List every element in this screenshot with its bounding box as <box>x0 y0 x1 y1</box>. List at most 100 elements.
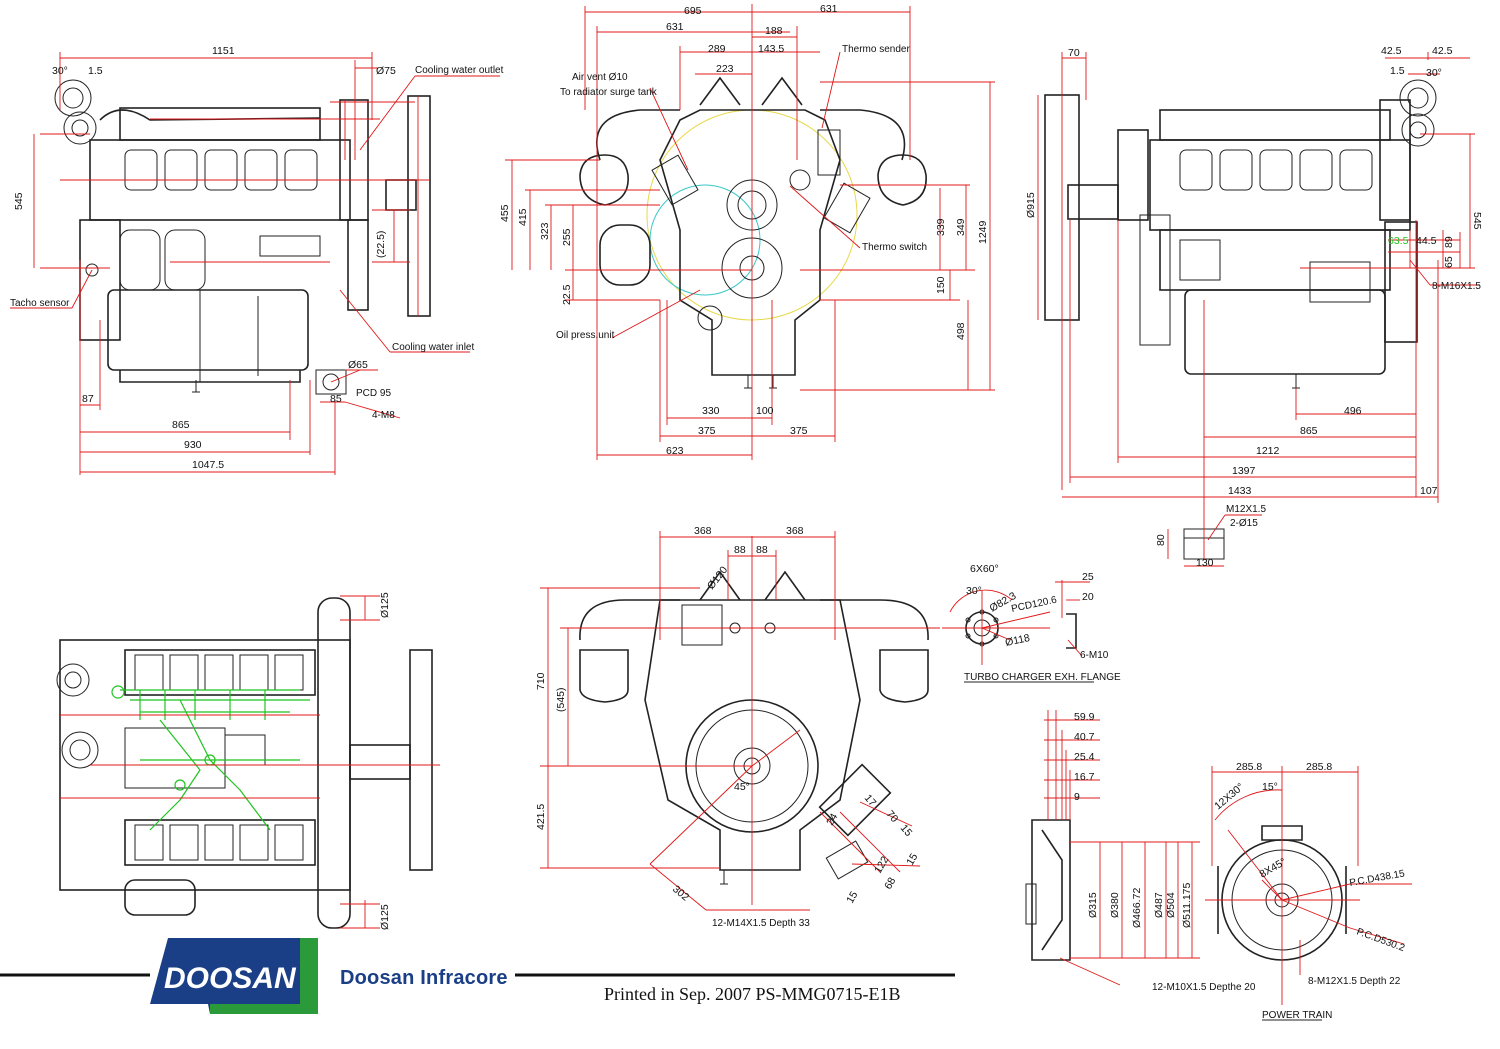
dim-bc-70: 70 <box>884 808 901 825</box>
callout-2-d15: 2-Ø15 <box>1230 518 1258 529</box>
dim-tc-100: 100 <box>756 405 774 417</box>
callout-tacho-sensor: Tacho sensor <box>10 298 70 309</box>
callout-m12: M12X1.5 <box>1226 504 1266 515</box>
dim-tr-65: 65 <box>1443 256 1455 268</box>
dim-tl-930: 930 <box>184 439 202 451</box>
dim-tc-1249: 1249 <box>977 220 989 244</box>
dim-pt-40-7: 40.7 <box>1074 731 1095 743</box>
dim-tr-1-5: 1.5 <box>1390 65 1405 77</box>
callout-cooling-water-inlet: Cooling water inlet <box>392 342 474 353</box>
front-view: 695 631 631 188 289 143.5 223 455 415 32… <box>499 3 995 460</box>
dim-tc-188: 188 <box>765 25 783 37</box>
dim-tc-330: 330 <box>702 405 720 417</box>
callout-turbo-flange: TURBO CHARGER EXH. FLANGE <box>964 672 1121 683</box>
callout-12-m10x1-5: 12-M10X1.5 Depthe 20 <box>1152 982 1256 993</box>
dim-bc-15b: 15 <box>904 851 920 867</box>
dim-pt-12x30: 12X30° <box>1212 781 1246 812</box>
dim-tc-349: 349 <box>955 218 967 236</box>
dim-tr-1433: 1433 <box>1228 485 1252 497</box>
dim-tr-496: 496 <box>1344 405 1362 417</box>
dim-pt-16-7: 16.7 <box>1074 771 1095 783</box>
logo-text: DOOSAN <box>164 962 297 995</box>
dim-pt-d511-175: Ø511.175 <box>1181 882 1193 928</box>
dim-fl-d118: Ø118 <box>1004 632 1031 649</box>
dim-tr-44-5: 44.5 <box>1416 235 1437 247</box>
dim-tc-455: 455 <box>499 204 511 222</box>
dim-tr-130: 130 <box>1196 557 1214 569</box>
dim-tl-545: 545 <box>13 192 25 210</box>
dim-fl-20: 20 <box>1082 591 1094 603</box>
dim-pt-59-9: 59.9 <box>1074 711 1095 723</box>
dim-tl-1151: 1151 <box>212 45 235 57</box>
dim-bc-15c: 15 <box>844 889 860 905</box>
dim-bc-88b: 88 <box>756 544 768 556</box>
callout-air-vent: Air vent Ø10 <box>572 72 628 83</box>
dim-pt-8x45: 8X45° <box>1258 856 1289 881</box>
dim-fl-25: 25 <box>1082 571 1094 583</box>
dim-bc-421-5: 421.5 <box>535 804 547 830</box>
dim-pt-9: 9 <box>1074 791 1080 803</box>
dim-tl-22-5: (22.5) <box>375 231 387 258</box>
dim-bc-45: 45° <box>734 781 750 793</box>
dim-bc-368b: 368 <box>786 525 804 537</box>
dim-tc-498: 498 <box>955 322 967 340</box>
printed-note: Printed in Sep. 2007 PS-MMG0715-E1B <box>604 984 901 1004</box>
dim-tl-85: 85 <box>330 393 342 405</box>
dim-tc-631b: 631 <box>820 3 838 15</box>
dim-bc-122: 122 <box>872 854 891 875</box>
dim-pt-d466-72: Ø466.72 <box>1131 888 1143 928</box>
callout-8-m12x1-5: 8-M12X1.5 Depth 22 <box>1308 976 1401 987</box>
dim-bc-368a: 368 <box>694 525 712 537</box>
doosan-logo: DOOSAN <box>150 938 318 1014</box>
callout-pc-d530-2: P.C.D530.2 <box>1355 926 1407 954</box>
dim-tr-d915: Ø915 <box>1025 192 1037 218</box>
dim-tr-865: 865 <box>1300 425 1318 437</box>
callout-thermo-switch: Thermo switch <box>862 242 927 253</box>
dim-tr-30: 30° <box>1426 67 1442 79</box>
right-side-view: 70 42.5 42.5 1.5 30° Ø915 545 63.5 44.5 … <box>1025 45 1483 569</box>
callout-pcd95: PCD 95 <box>356 388 391 399</box>
callout-6-m10: 6-M10 <box>1080 650 1109 661</box>
dim-pt-15: 15° <box>1262 781 1278 793</box>
dim-tc-323: 323 <box>539 222 551 240</box>
dim-tc-375b: 375 <box>790 425 808 437</box>
dim-tr-42-5a: 42.5 <box>1381 45 1402 57</box>
dim-fl-30: 30° <box>966 585 982 597</box>
dim-tr-1397: 1397 <box>1232 465 1256 477</box>
callout-cooling-water-outlet: Cooling water outlet <box>415 65 504 76</box>
dim-tl-30: 30° <box>52 65 68 77</box>
dim-tl-865: 865 <box>172 419 190 431</box>
dim-pt-d380: Ø380 <box>1109 892 1121 918</box>
dim-tc-255: 255 <box>561 228 573 246</box>
callout-to-radiator: To radiator surge tank <box>560 87 658 98</box>
dim-tr-89: 89 <box>1443 236 1455 248</box>
dim-tl-d65: Ø65 <box>348 359 368 371</box>
dim-bc-88a: 88 <box>734 544 746 556</box>
dim-tc-375a: 375 <box>698 425 716 437</box>
dim-tc-695: 695 <box>684 5 702 17</box>
dim-tc-223: 223 <box>716 63 734 75</box>
callout-pcd120-6: PCD120.6 <box>1010 594 1058 614</box>
callout-pc-d438-15: P.C.D438.15 <box>1349 868 1406 889</box>
callout-12-m14: 12-M14X1.5 Depth 33 <box>712 918 810 929</box>
dim-bl-d125b: Ø125 <box>379 904 391 930</box>
dim-tc-415: 415 <box>517 208 529 226</box>
dim-tr-70: 70 <box>1068 47 1080 59</box>
dim-tc-339: 339 <box>935 218 947 236</box>
power-train-view: 59.9 40.7 25.4 16.7 9 Ø315 Ø380 Ø466.72 … <box>1025 710 1412 1021</box>
dim-pt-285-8b: 285.8 <box>1306 761 1332 773</box>
dim-tl-1-5: 1.5 <box>88 65 103 77</box>
top-view: Ø125 Ø125 <box>56 592 440 930</box>
dim-tr-63-5: 63.5 <box>1388 235 1409 247</box>
dim-pt-d487: Ø487 <box>1153 892 1165 918</box>
dim-pt-25-4: 25.4 <box>1074 751 1095 763</box>
dim-tl-87: 87 <box>82 393 94 405</box>
dim-bc-68: 68 <box>882 875 898 891</box>
callout-8-m16: 8-M16X1.5 <box>1432 281 1481 292</box>
callout-power-train: POWER TRAIN <box>1262 1010 1332 1021</box>
dim-bc-15a: 15 <box>898 822 915 839</box>
rear-view: 368 368 88 88 Ø120 710 (545) 421.5 45° 3… <box>535 525 940 929</box>
dim-tr-80: 80 <box>1155 534 1167 546</box>
dim-pt-d315: Ø315 <box>1087 892 1099 918</box>
